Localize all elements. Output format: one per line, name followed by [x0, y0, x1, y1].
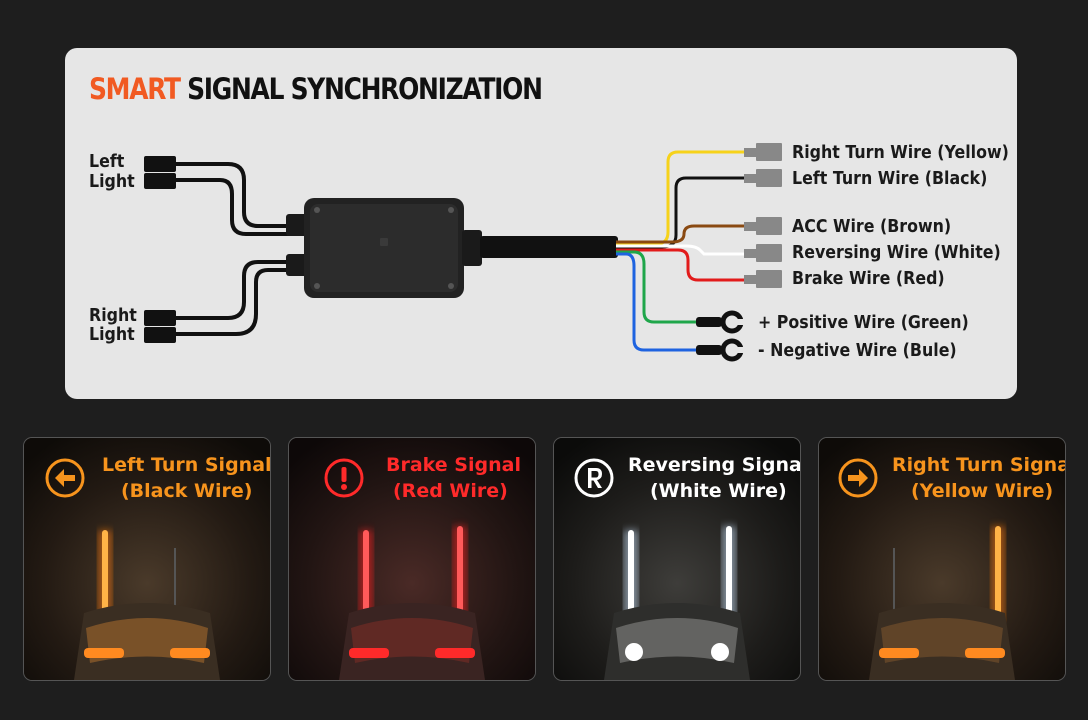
right-light-label-line2: Light	[89, 324, 135, 345]
brake-line2: (Red Wire)	[393, 480, 508, 502]
signal-wires	[616, 150, 748, 352]
wire-label-left-turn: Left Turn Wire (Black)	[792, 168, 988, 189]
reversing-line1: Reversing Signal	[628, 454, 801, 476]
signal-card-left-turn: Left Turn Signal (Black Wire)	[23, 437, 271, 681]
wiring-diagram	[144, 143, 782, 362]
controller-box	[286, 198, 482, 298]
wiring-diagram-panel	[65, 48, 1017, 399]
arrow-right-icon	[838, 458, 878, 498]
right-light-label-line1: Right	[89, 305, 137, 326]
ring-terminals	[696, 310, 746, 362]
right-turn-line1: Right Turn Signal	[892, 454, 1066, 476]
wire-label-right-turn: Right Turn Wire (Yellow)	[792, 142, 1009, 163]
wire-label-acc: ACC Wire (Brown)	[792, 216, 952, 237]
left-light-cables	[176, 162, 292, 336]
wire-label-brake: Brake Wire (Red)	[792, 268, 945, 289]
right-turn-scene	[819, 438, 1065, 680]
title-rest: SIGNAL SYNCHRONIZATION	[187, 72, 543, 106]
main-cable	[480, 236, 618, 258]
arrow-left-icon	[45, 458, 85, 498]
signal-card-right-turn: Right Turn Signal (Yellow Wire)	[818, 437, 1066, 681]
brake-line1: Brake Signal	[386, 454, 521, 476]
signal-card-brake: Brake Signal (Red Wire)	[288, 437, 536, 681]
wire-label-negative: - Negative Wire (Bule)	[758, 340, 957, 361]
left-light-connectors	[144, 156, 176, 343]
signal-card-reversing: Reversing Signal (White Wire)	[553, 437, 801, 681]
reversing-line2: (White Wire)	[650, 480, 787, 502]
wire-plug-connectors	[744, 143, 782, 288]
diagram-title: SMART SIGNAL SYNCHRONIZATION	[89, 72, 543, 106]
wire-label-reversing: Reversing Wire (White)	[792, 242, 1001, 263]
exclamation-icon	[324, 458, 364, 498]
left-turn-line1: Left Turn Signal	[102, 454, 271, 476]
right-turn-line2: (Yellow Wire)	[911, 480, 1054, 502]
left-light-label-line2: Light	[89, 171, 135, 192]
left-light-label-line1: Left	[89, 151, 125, 172]
reverse-r-icon	[574, 458, 614, 498]
wire-label-positive: + Positive Wire (Green)	[758, 312, 969, 333]
reversing-scene	[554, 438, 800, 680]
title-accent: SMART	[89, 72, 181, 106]
brake-scene	[289, 438, 535, 680]
left-turn-line2: (Black Wire)	[121, 480, 253, 502]
